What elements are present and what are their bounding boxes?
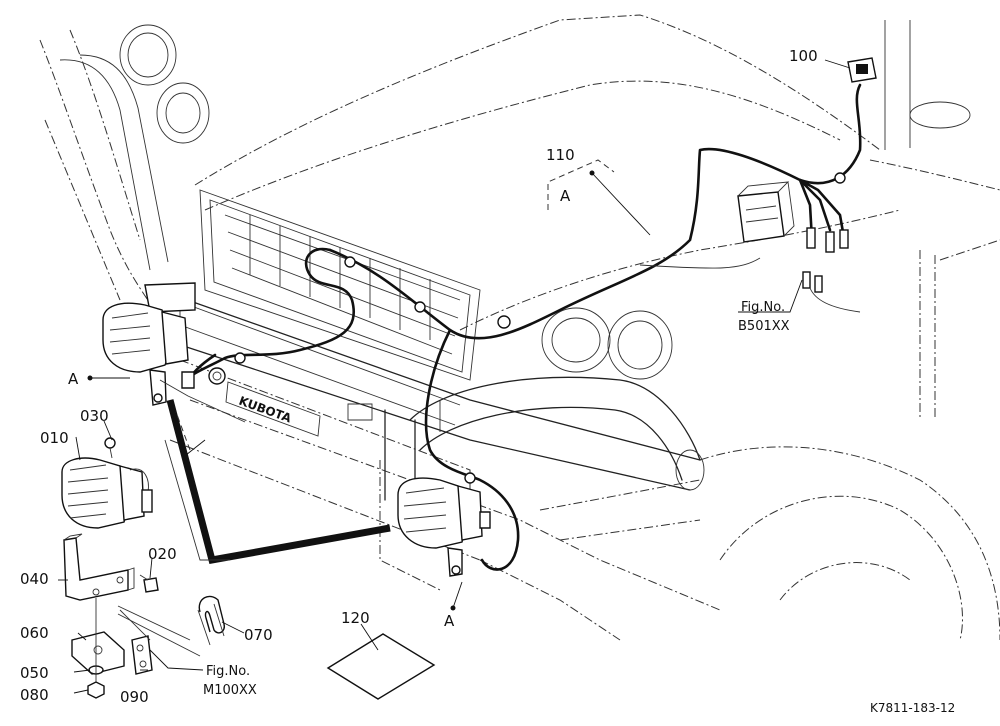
detail-marker-a-top: A xyxy=(560,187,571,205)
callout-010: 010 xyxy=(40,429,69,447)
lamp-installed-left xyxy=(102,302,226,406)
callout-040: 040 xyxy=(20,570,49,588)
harness-clamps xyxy=(234,172,846,484)
detail-marker-a-left: A xyxy=(68,370,79,388)
grille-brand-text: KUBOTA xyxy=(237,394,294,426)
part-120-label-sheet xyxy=(326,633,436,700)
callout-020: 020 xyxy=(148,545,177,563)
part-010-lamp xyxy=(61,457,153,529)
relay-box xyxy=(737,181,795,243)
lamp-installed-right xyxy=(397,477,491,577)
figure-id: K7811-183-12 xyxy=(870,701,955,715)
fig-ref-b501-line1: Fig.No. xyxy=(741,300,785,315)
part-100-switch xyxy=(847,57,877,83)
callout-080: 080 xyxy=(20,686,49,704)
callout-030: 030 xyxy=(80,407,109,425)
vehicle-body-outline xyxy=(39,14,1000,641)
part-020-bolt xyxy=(139,574,159,593)
bumper-light-bracket xyxy=(144,282,196,313)
detail-marker-a-bottom: A xyxy=(444,612,455,630)
exploded-axis-lines xyxy=(95,598,201,682)
callout-110: 110 xyxy=(546,146,575,164)
part-090-clamp-plate xyxy=(131,635,153,675)
detail-a-bracket xyxy=(547,159,615,210)
callout-090: 090 xyxy=(120,688,149,706)
part-060-mount-plate xyxy=(71,631,125,675)
assembly-arrow xyxy=(159,379,391,565)
part-030-screw xyxy=(104,437,116,459)
callout-060: 060 xyxy=(20,624,49,642)
fig-ref-b501-line2: B501XX xyxy=(738,319,790,334)
harness-connectors xyxy=(639,227,861,313)
fig-ref-m100-line1: Fig.No. xyxy=(206,664,250,679)
part-040-bracket xyxy=(63,533,135,601)
part-070-u-bolt xyxy=(197,595,226,646)
callout-050: 050 xyxy=(20,664,49,682)
callout-120: 120 xyxy=(341,609,370,627)
part-080-nut xyxy=(87,681,105,699)
callout-070: 070 xyxy=(244,626,273,644)
fig-ref-m100-line2: M100XX xyxy=(203,683,257,698)
front-grille xyxy=(199,189,481,381)
detail-o-hint xyxy=(175,411,191,451)
callout-100: 100 xyxy=(789,47,818,65)
leader-lines xyxy=(58,59,851,694)
